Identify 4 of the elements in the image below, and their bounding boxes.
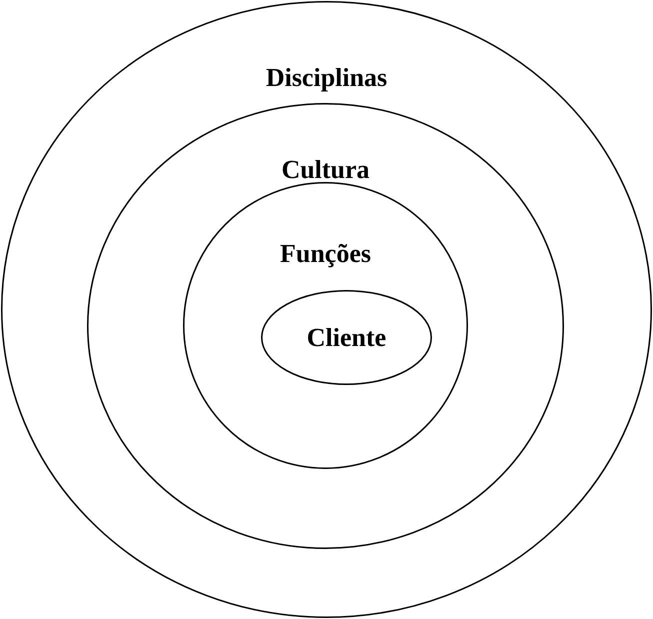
layer-label: Funções [280,239,371,269]
layer-label: Cliente [306,322,386,352]
layer-label: Disciplinas [266,63,388,93]
layer-label: Cultura [281,155,370,185]
